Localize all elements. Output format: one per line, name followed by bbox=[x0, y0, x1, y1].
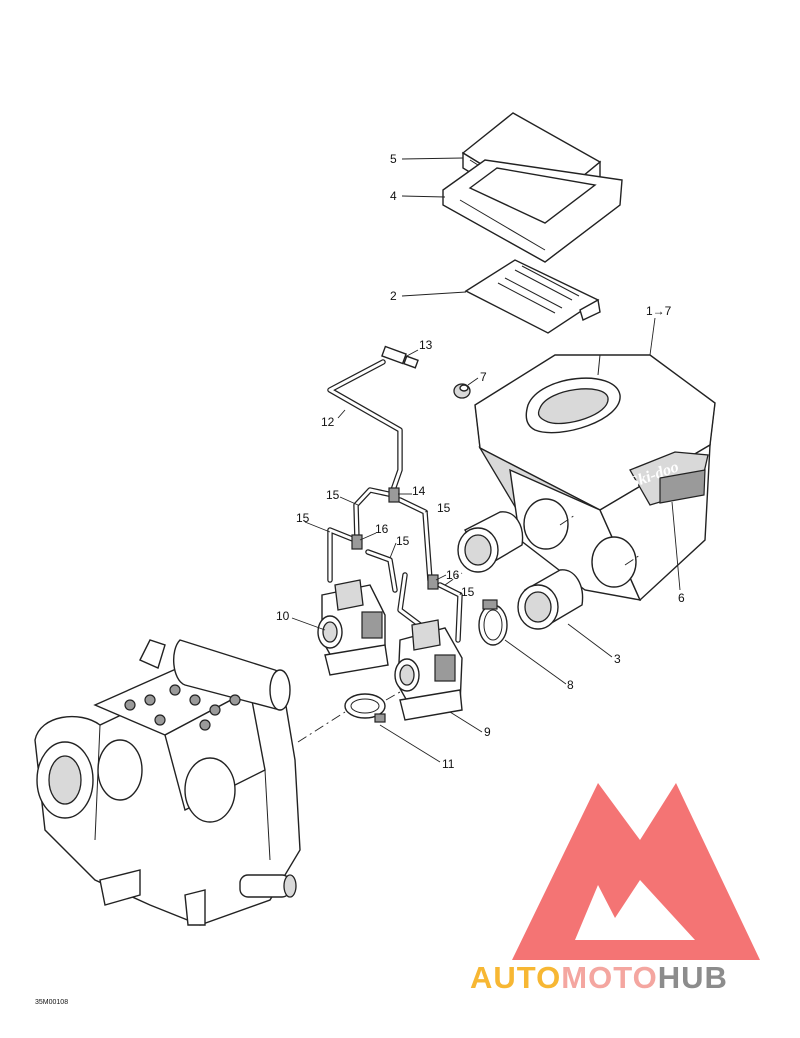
watermark-logo-inner bbox=[620, 905, 660, 940]
watermark-text-moto: MOTO bbox=[561, 960, 657, 995]
callout-8: 8 bbox=[567, 678, 574, 692]
callout-5: 5 bbox=[390, 152, 397, 166]
part-air-silencer: Ski-doo bbox=[474, 354, 716, 602]
callout-2: 2 bbox=[390, 289, 397, 303]
leader-lines bbox=[291, 157, 681, 763]
vent-hoses bbox=[327, 359, 463, 643]
part-plate bbox=[464, 259, 601, 334]
callout-11: 11 bbox=[442, 757, 455, 771]
part-grommet bbox=[453, 383, 471, 399]
part-rubber-adaptors bbox=[457, 511, 584, 630]
callout-1-7: 1→7 bbox=[646, 304, 672, 318]
callout-7: 7 bbox=[480, 370, 487, 384]
callout-numbers: 5 4 2 1→7 13 7 12 14 15 15 15 16 15 16 1… bbox=[276, 152, 685, 771]
callout-14: 14 bbox=[412, 484, 426, 498]
part-engine bbox=[34, 639, 301, 926]
callout-15-c: 15 bbox=[296, 511, 310, 525]
callout-13: 13 bbox=[419, 338, 433, 352]
callout-10: 10 bbox=[276, 609, 290, 623]
callout-16-a: 16 bbox=[375, 522, 389, 536]
part-clamp-11 bbox=[344, 693, 386, 723]
part-filter-frame bbox=[442, 159, 623, 263]
callout-4: 4 bbox=[390, 189, 397, 203]
watermark-text-hub: HUB bbox=[658, 960, 728, 995]
watermark-logo-mark bbox=[512, 783, 760, 960]
watermark-text: AUTOMOTOHUB bbox=[470, 960, 728, 995]
callout-15-a: 15 bbox=[326, 488, 340, 502]
part-clamp-8 bbox=[478, 599, 508, 646]
callout-6: 6 bbox=[678, 591, 685, 605]
part-vent-fitting bbox=[381, 345, 419, 369]
watermark-logo: AUTOMOTOHUB bbox=[470, 783, 760, 995]
drawing-reference-code: 35M00108 bbox=[35, 999, 68, 1006]
part-carburetor-9 bbox=[394, 619, 463, 721]
callout-9: 9 bbox=[484, 725, 491, 739]
callout-16-b: 16 bbox=[446, 568, 460, 582]
part-carburetor-10 bbox=[317, 579, 389, 676]
callout-15-b: 15 bbox=[437, 501, 451, 515]
alignment-lines bbox=[297, 514, 641, 743]
watermark-text-auto: AUTO bbox=[470, 960, 561, 995]
callout-15-d: 15 bbox=[396, 534, 410, 548]
callout-12: 12 bbox=[321, 415, 335, 429]
callout-15-e: 15 bbox=[461, 585, 475, 599]
callout-3: 3 bbox=[614, 652, 621, 666]
